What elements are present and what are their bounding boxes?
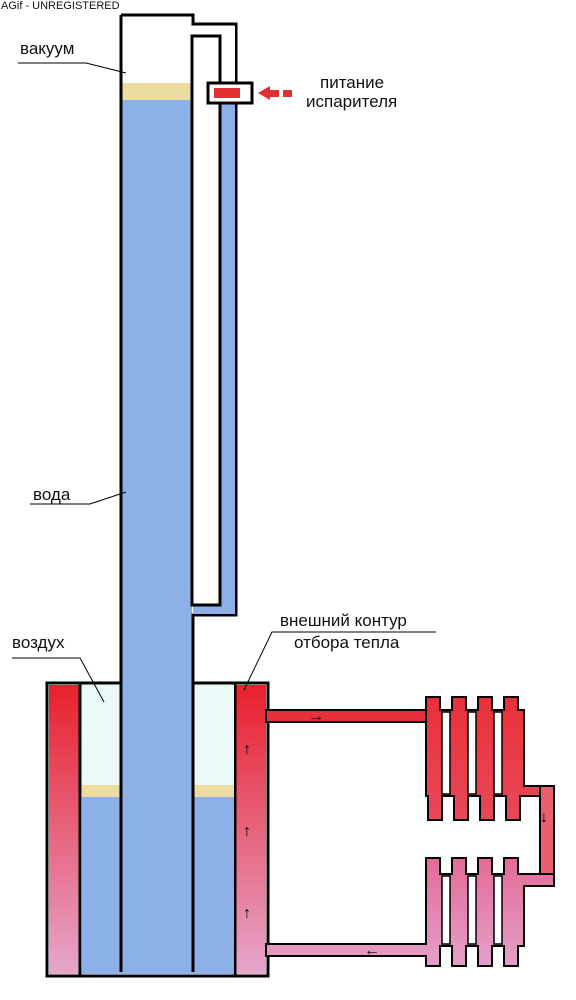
label-evaporator-feed-2: испарителя <box>306 92 398 111</box>
label-external-loop-1: внешний контур <box>280 611 407 630</box>
column-vacuum <box>122 16 192 83</box>
right-heat-jacket <box>236 685 266 974</box>
air-gap-right <box>194 685 234 785</box>
column-interface <box>122 83 192 100</box>
leader-water <box>30 491 127 505</box>
leader-air <box>12 657 105 703</box>
label-external-loop-2: отбора тепла <box>294 633 400 652</box>
column-water <box>122 100 192 972</box>
leader-vacuum <box>18 62 127 74</box>
air-gap-left <box>82 685 120 785</box>
leader-external <box>243 631 436 691</box>
flow-arrow-up-3: ↑ <box>243 905 251 922</box>
flow-arrow-left: ← <box>364 942 380 959</box>
flow-arrow-down: ↓ <box>540 809 548 826</box>
air-water-interface-left <box>82 785 120 797</box>
label-air: воздух <box>12 633 65 652</box>
central-column <box>119 15 195 972</box>
external-loop <box>265 696 555 967</box>
flow-arrow-up-2: ↑ <box>243 823 251 840</box>
flow-arrow-up-1: ↑ <box>243 741 251 758</box>
left-heat-jacket <box>49 685 79 974</box>
label-vacuum: вакуум <box>20 39 75 58</box>
flow-arrows: → ← ↓ ↑ ↑ ↑ <box>243 708 548 959</box>
label-evaporator-feed-1: питание <box>320 73 385 92</box>
feed-arrow <box>258 86 292 100</box>
leader-lines <box>12 62 436 703</box>
side-chamber <box>121 13 254 972</box>
inner-return-tube <box>190 34 222 607</box>
air-water-interface-right <box>194 785 234 797</box>
watermark: AGif - UNREGISTERED <box>1 0 120 12</box>
lower-radiator <box>265 857 555 967</box>
flow-arrow-right: → <box>308 708 324 725</box>
label-water: вода <box>33 485 71 504</box>
